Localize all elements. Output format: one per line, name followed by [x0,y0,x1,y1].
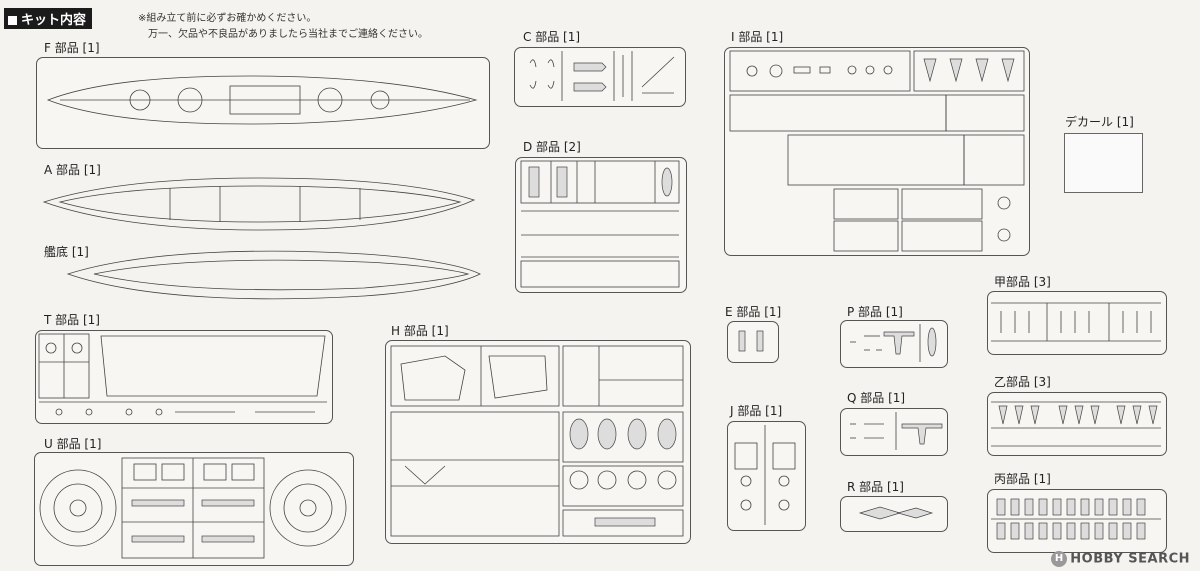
sprue-i-parts [729,50,1025,252]
sprue-ko-label: 甲部品 [3] [994,275,1051,289]
sprue-t-parts [38,333,327,416]
sprue-h-label: H 部品 [1] [391,324,449,338]
sprue-q-parts [850,412,943,450]
hull-bottom-part [66,250,481,300]
sprue-i-label: I 部品 [1] [731,30,784,44]
sprue-hei-parts [991,498,1161,540]
sprue-c-parts [529,51,675,101]
sprue-c-label: C 部品 [1] [523,30,581,44]
sprue-t-label: T 部品 [1] [44,313,100,327]
note-line-2: 万一、欠品や不良品がありましたら当社までご連絡ください。 [148,29,428,40]
sprue-a-label: A 部品 [1] [44,163,101,177]
kit-contents-title: キット内容 [4,8,93,29]
sprue-hull-bottom-label: 艦底 [1] [44,245,89,259]
note-line-1: ※組み立て前に必ずお確かめください。 [138,13,317,24]
watermark-text: HOBBY SEARCH [1070,551,1190,567]
sprue-q-label: Q 部品 [1] [847,391,906,405]
sprue-ko-parts [991,302,1161,342]
sprue-p-parts [850,324,937,362]
sprue-u-parts [39,457,347,559]
sprue-j-parts [734,425,796,525]
sprue-j-label: J 部品 [1] [730,404,783,418]
sprue-e-frame [727,321,779,363]
decal-label: デカール [1] [1065,115,1134,129]
sprue-a-hull-part [42,177,476,231]
sprue-u-label: U 部品 [1] [44,437,102,451]
sprue-c-frame [514,47,686,107]
sprue-t-frame [35,330,333,424]
sprue-otsu-label: 乙部品 [3] [994,375,1051,389]
sprue-d-parts [520,160,680,288]
sprue-f-frame [36,57,490,149]
sprue-d-frame [515,157,687,293]
sprue-h-parts [390,345,684,537]
sprue-otsu-parts [991,401,1161,447]
sprue-e-label: E 部品 [1] [725,305,782,319]
decal-sheet [1064,133,1143,193]
hobby-search-logo-icon: H [1051,551,1068,567]
sprue-hei-label: 丙部品 [1] [994,472,1051,486]
sprue-j-frame [727,421,806,531]
sprue-e-parts [738,330,764,352]
sprue-p-label: P 部品 [1] [847,305,903,319]
sprue-f-label: F 部品 [1] [44,41,100,55]
sprue-q-frame [840,408,948,456]
sprue-f-deck-part [46,75,478,125]
sprue-d-label: D 部品 [2] [523,140,581,154]
sprue-r-label: R 部品 [1] [847,480,904,494]
sprue-r-parts [858,506,934,520]
